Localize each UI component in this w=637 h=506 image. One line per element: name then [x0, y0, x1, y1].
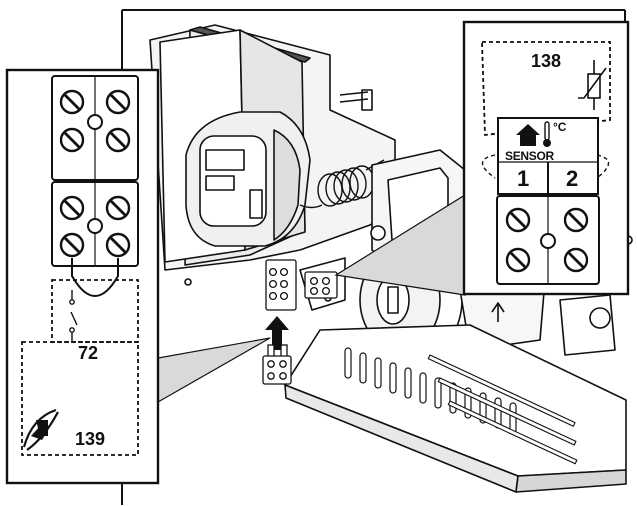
terminal-number-1: 1 — [517, 166, 530, 191]
terminal-block-on-boiler — [265, 259, 338, 311]
sensor-probe-icon — [22, 408, 59, 451]
plug-connector — [262, 344, 292, 385]
thermometer-icon — [543, 121, 551, 147]
label-138: 138 — [531, 51, 562, 71]
label-139: 139 — [75, 429, 106, 449]
left-callout-panel — [5, 68, 160, 485]
house-icon — [516, 124, 540, 146]
callout-wedge-left — [157, 337, 271, 404]
insert-arrow-icon — [265, 316, 289, 350]
switch-icon — [69, 290, 78, 342]
label-sensor: SENSOR — [505, 149, 554, 163]
thermistor-symbol-icon — [578, 60, 607, 110]
right-callout-panel — [462, 20, 630, 296]
terminal-number-2: 2 — [566, 166, 579, 191]
label-degree-celsius: °C — [553, 120, 567, 134]
label-72: 72 — [78, 343, 99, 363]
